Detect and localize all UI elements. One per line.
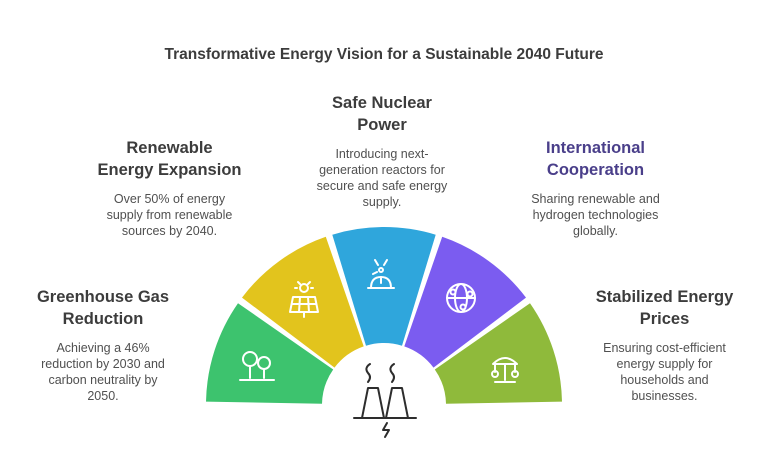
- balance-scale-icon: [491, 357, 519, 383]
- fan-segment-3: [332, 227, 436, 346]
- fan-segment-1: [206, 303, 334, 404]
- fan-segment-5: [434, 303, 562, 404]
- power-plant-icon: [353, 363, 417, 438]
- fan-segment-4: [404, 236, 526, 368]
- diagram-title: Transformative Energy Vision for a Susta…: [164, 46, 604, 63]
- fan-segment-2: [242, 236, 364, 368]
- trees-icon: [239, 351, 275, 381]
- segment-description: Introducing next-generation reactors for…: [316, 147, 448, 209]
- radiation-helmet-icon: [367, 259, 395, 289]
- solar-panel-icon: [289, 281, 319, 318]
- network-globe-icon: [446, 283, 476, 313]
